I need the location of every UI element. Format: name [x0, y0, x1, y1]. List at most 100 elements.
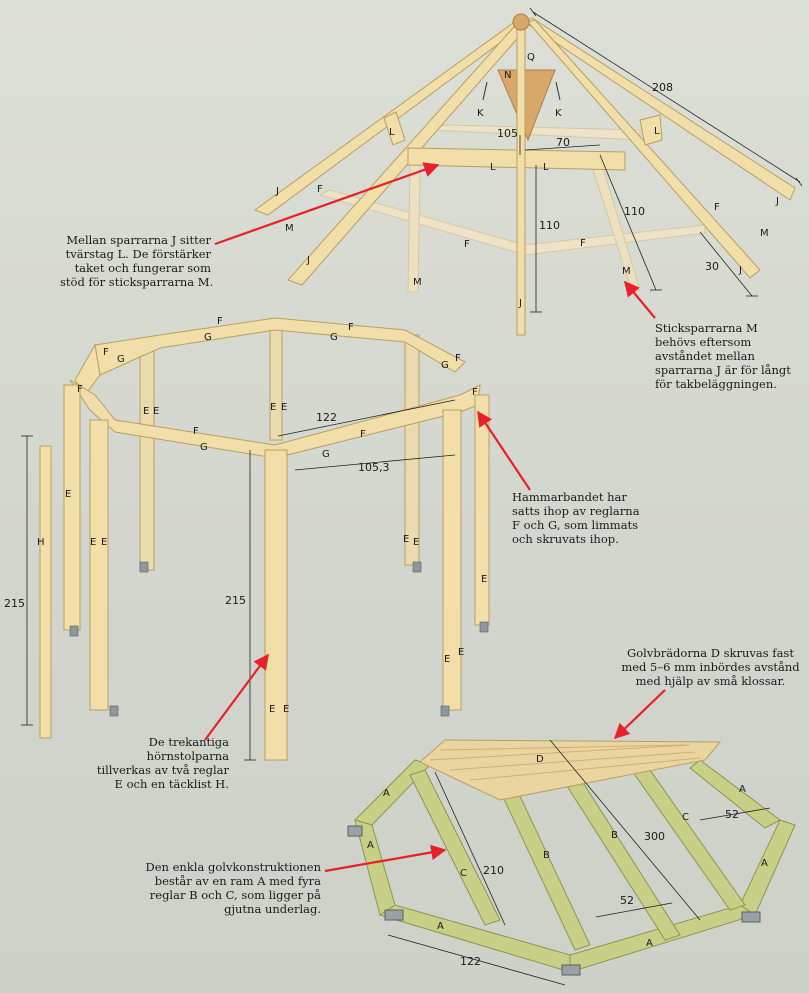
label-F-7: F — [103, 347, 109, 358]
label-G-5: G — [200, 442, 208, 453]
caption-line: reglar B och C, som ligger på — [149, 888, 321, 902]
caption-line: Hammarbandet har — [512, 490, 627, 504]
label-E-2: E — [153, 406, 159, 417]
caption-line: för takbeläggningen. — [655, 377, 777, 391]
label-E-11: E — [444, 654, 450, 665]
floor-dimension-lines — [387, 739, 771, 986]
label-E-8: E — [403, 534, 409, 545]
dim-110: 110 — [539, 219, 560, 232]
label-E-9: E — [413, 537, 419, 548]
caption-line: tvärstag L. De förstärker — [65, 247, 211, 261]
dim-300: 300 — [644, 830, 665, 843]
floor-boards — [419, 739, 722, 801]
label-F-11: F — [193, 426, 199, 437]
label-Q: Q — [527, 52, 535, 63]
label-G-2: G — [330, 332, 338, 343]
label-E-3: E — [270, 402, 276, 413]
caption-line: behövs eftersom — [655, 335, 752, 349]
caption-line: med hjälp av små klossar. — [635, 674, 786, 688]
label-G: G — [204, 332, 212, 343]
label-E-10: E — [481, 574, 487, 585]
label-B-2: B — [611, 830, 618, 841]
caption-golv: Den enkla golvkonstruktionen består av e… — [131, 860, 321, 916]
label-B: B — [543, 850, 550, 861]
label-G-3: G — [117, 354, 125, 365]
label-F-10: F — [472, 387, 478, 398]
label-E-13: E — [269, 704, 275, 715]
label-A-4: A — [761, 858, 768, 869]
caption-line: Den enkla golvkonstruktionen — [145, 860, 321, 874]
dim-105: 105 — [497, 127, 518, 140]
label-M-2: M — [760, 228, 769, 239]
label-E-12: E — [458, 647, 464, 658]
label-F-3: F — [464, 239, 470, 250]
label-E-14: E — [283, 704, 289, 715]
caption-line: med 5–6 mm inbördes avstånd — [621, 660, 800, 674]
label-A-5: A — [437, 921, 444, 932]
caption-line: tillverkas av två reglar — [96, 763, 229, 777]
dim-215: 215 — [4, 597, 25, 610]
caption-line: består av en ram A med fyra — [154, 874, 321, 888]
label-F-4: F — [580, 238, 586, 249]
callout-arrows — [204, 162, 666, 873]
label-K: K — [477, 108, 484, 119]
wall-frame — [39, 317, 490, 761]
label-F-2: F — [714, 202, 720, 213]
caption-line: Golvbrädorna D skruvas fast — [627, 646, 794, 660]
roof-dimension-lines — [519, 7, 803, 313]
caption-line: F och G, som limmats — [512, 518, 639, 532]
label-F-6: F — [348, 322, 354, 333]
caption-hammarband: Hammarbandet har satts ihop av reglarna … — [512, 490, 640, 546]
label-A: A — [383, 788, 390, 799]
label-J-5: J — [518, 298, 522, 309]
caption-line: och skruvats ihop. — [512, 532, 619, 546]
caption-sticksparrar: Sticksparrarna M behövs eftersom avstånd… — [655, 321, 791, 391]
caption-line: stöd för sticksparrarna M. — [60, 275, 214, 289]
part-labels: N Q K K L L L L J J J J J F F F F M M M … — [37, 52, 779, 949]
caption-line: E och en täcklist H. — [114, 777, 229, 791]
label-L-2: L — [654, 126, 660, 137]
label-F: F — [317, 184, 323, 195]
dimension-labels: 208 105 70 110 110 30 122 105,3 215 215 … — [4, 81, 739, 968]
label-G-6: G — [322, 449, 330, 460]
dim-210: 210 — [483, 864, 504, 877]
label-J: J — [275, 186, 279, 197]
label-F-8: F — [455, 353, 461, 364]
caption-line: Mellan sparrarna J sitter — [66, 233, 211, 247]
dim-122-2: 122 — [460, 955, 481, 968]
label-F-9: F — [77, 384, 83, 395]
label-M-3: M — [413, 277, 422, 288]
label-F-12: F — [360, 429, 366, 440]
post-feet — [69, 561, 489, 717]
caption-line: sparrarna J är för långt — [655, 363, 791, 377]
dim-215-2: 215 — [225, 594, 246, 607]
label-L: L — [389, 127, 395, 138]
dim-105-3: 105,3 — [358, 461, 390, 474]
label-L-3: L — [490, 162, 496, 173]
roof-assembly — [253, 13, 796, 336]
label-E-7: E — [101, 537, 107, 548]
caption-line: Sticksparrarna M — [655, 321, 758, 335]
caption-roof: Mellan sparrarna J sitter tvärstag L. De… — [60, 233, 214, 289]
caption-line: satts ihop av reglarna — [512, 504, 640, 518]
caption-line: taket och fungerar som — [74, 261, 211, 275]
dim-52-2: 52 — [725, 808, 739, 821]
label-M-4: M — [622, 266, 631, 277]
label-H: H — [37, 537, 45, 548]
caption-line: De trekantiga — [148, 735, 229, 749]
dim-52: 52 — [620, 894, 634, 907]
label-E: E — [143, 406, 149, 417]
wall-dimension-lines — [21, 399, 456, 761]
label-E-5: E — [65, 489, 71, 500]
dim-208: 208 — [652, 81, 673, 94]
label-E-4: E — [281, 402, 287, 413]
label-L-4: L — [543, 162, 549, 173]
label-G-4: G — [441, 360, 449, 371]
label-N: N — [504, 70, 511, 81]
label-J-2: J — [775, 196, 779, 207]
label-M: M — [285, 223, 294, 234]
label-F-5: F — [217, 316, 223, 327]
dim-30: 30 — [705, 260, 719, 273]
label-A-3: A — [367, 840, 374, 851]
